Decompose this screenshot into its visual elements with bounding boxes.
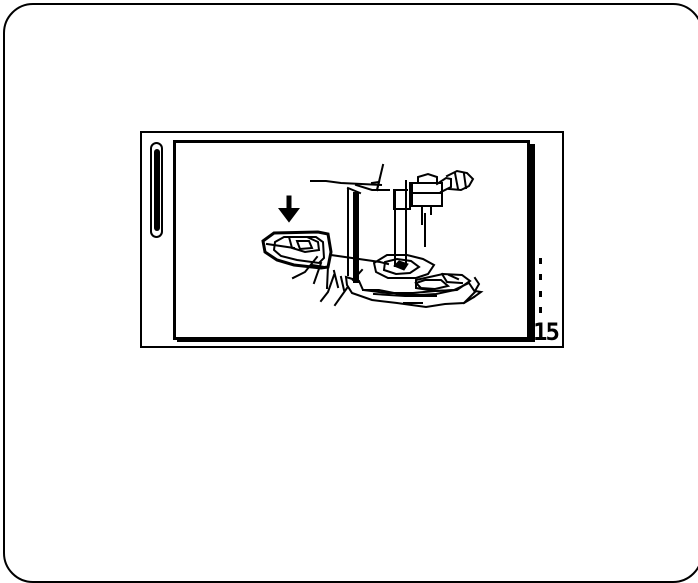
page-dot-4 xyxy=(539,307,542,313)
page-dot-2 xyxy=(539,274,542,280)
page-number: 15 xyxy=(533,320,563,344)
scroll-indicator-fill xyxy=(154,149,160,231)
illustration-shadow-right xyxy=(529,144,535,342)
lcd-screen: 15 xyxy=(140,131,564,348)
illustration-shadow-bottom xyxy=(177,337,535,342)
illustration-frame xyxy=(173,140,530,340)
page-dot-1 xyxy=(539,258,542,264)
page-dot-3 xyxy=(539,291,542,297)
scroll-indicator xyxy=(150,142,163,238)
presser-foot-lowering-icon xyxy=(211,154,561,344)
